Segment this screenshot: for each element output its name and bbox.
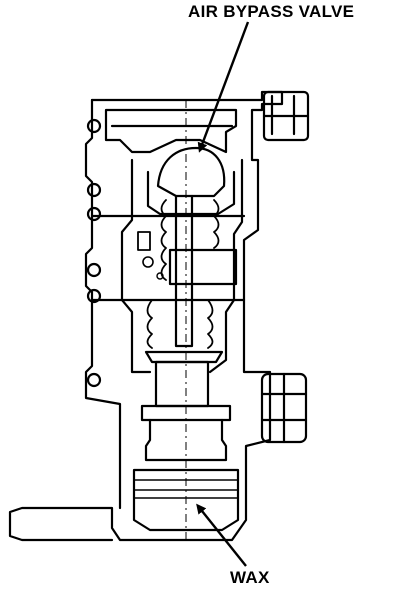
inner-bore-right <box>208 158 244 374</box>
small-ring <box>156 272 164 280</box>
left-plug <box>137 231 151 251</box>
left-bolts <box>86 118 102 388</box>
left-oring <box>142 256 154 268</box>
thermo-element-upper <box>154 360 210 408</box>
top-cap <box>104 108 238 154</box>
spring-seat <box>144 350 224 364</box>
air-bypass-valve-arrow <box>197 21 250 153</box>
wax-arrow <box>196 503 247 567</box>
wax-label: WAX <box>230 568 270 587</box>
air-bypass-valve-label: AIR BYPASS VALVE <box>188 2 355 21</box>
top-right-fitting-detail <box>262 94 310 136</box>
lower-spring <box>146 299 153 349</box>
wax-pellet <box>132 468 240 532</box>
lower-spring-right <box>207 299 214 349</box>
upper-spring-right <box>213 199 220 249</box>
valve-stem <box>174 194 194 348</box>
valve-poppet-dome <box>156 146 226 198</box>
right-lower-fitting-detail <box>260 372 308 444</box>
housing-left-wall <box>84 98 122 510</box>
stem-collar <box>168 248 238 286</box>
housing-outline <box>8 90 284 542</box>
upper-spring <box>160 199 167 281</box>
valve-housing-cup <box>146 170 236 216</box>
